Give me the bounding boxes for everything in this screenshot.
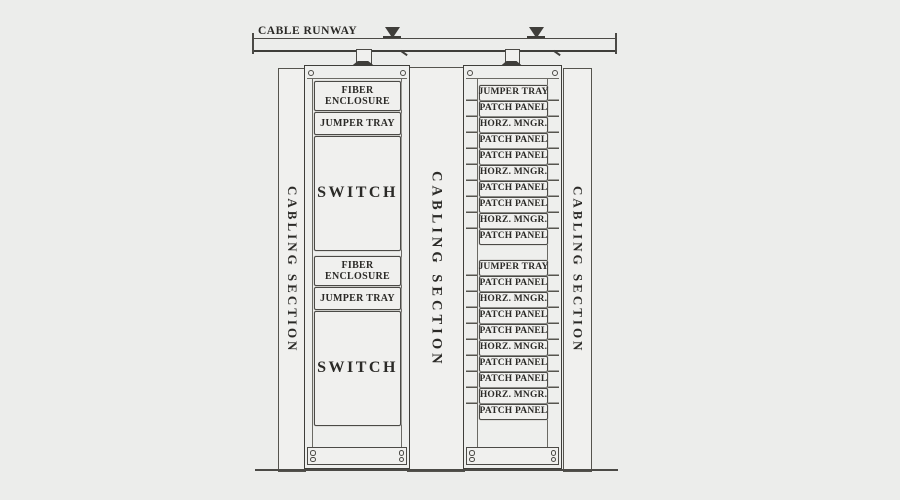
jumper-tray-label: JUMPER TRAY (320, 292, 395, 304)
fiber-enclosure-box: FIBER ENCLOSURE (314, 256, 401, 286)
cabling-section-label: CABLING SECTION (285, 186, 300, 354)
fiber-enclosure-box: FIBER ENCLOSURE (314, 81, 401, 111)
switch-label: SWITCH (317, 359, 398, 377)
bolt-icon (469, 450, 475, 456)
bolt-icon (552, 70, 558, 76)
runway-post-left (356, 49, 372, 64)
cabling-section-left: CABLING SECTION (278, 68, 306, 472)
rack-unit-row: PATCH PANEL (479, 324, 548, 340)
floor-line (255, 469, 618, 471)
switch-box: SWITCH (314, 136, 401, 251)
rack-rail-left (312, 78, 314, 448)
rack-unit-row: HORZ. MNGR. (479, 340, 548, 356)
runway-post-right-base (500, 61, 523, 66)
rack-unit-label: PATCH PANEL (479, 358, 548, 369)
rack-unit-label: HORZ. MNGR. (479, 167, 548, 178)
switch-rack: FIBER ENCLOSURE JUMPER TRAY SWITCH FIBER… (304, 65, 410, 469)
rack-unit-row: PATCH PANEL (479, 229, 548, 245)
rack-unit-label: JUMPER TRAY (478, 87, 549, 98)
rack-unit-label: PATCH PANEL (479, 151, 548, 162)
bolt-icon (467, 70, 473, 76)
rack-unit-row: PATCH PANEL (479, 404, 548, 420)
rack-unit-label: PATCH PANEL (479, 406, 548, 417)
rack-mounting-rail (548, 85, 559, 243)
rack-unit-label: PATCH PANEL (479, 231, 548, 242)
rack-unit-label: HORZ. MNGR. (479, 390, 548, 401)
runway-post-right (505, 49, 520, 64)
cabling-section-label: CABLING SECTION (570, 186, 586, 354)
rack-unit-label: PATCH PANEL (479, 310, 548, 321)
rack-unit-label: HORZ. MNGR. (479, 342, 548, 353)
rack-rail-left (477, 78, 479, 448)
rack-unit-row: PATCH PANEL (479, 101, 548, 117)
patch-panel-rack: JUMPER TRAY PATCH PANEL HORZ. MNGR. PATC… (463, 65, 562, 469)
rack-unit-row: PATCH PANEL (479, 181, 548, 197)
rack-mounting-rail (466, 85, 477, 243)
rack-unit-row: JUMPER TRAY (478, 260, 549, 276)
rack-unit-row: JUMPER TRAY (478, 85, 549, 101)
rack-unit-row: PATCH PANEL (479, 372, 548, 388)
fiber-enclosure-label-line2: ENCLOSURE (325, 271, 390, 282)
runway-anchor-base (383, 36, 401, 39)
switch-box: SWITCH (314, 311, 401, 426)
bolt-icon (550, 450, 556, 456)
rack-unit-label: PATCH PANEL (479, 374, 548, 385)
runway-post-left-base (351, 61, 375, 66)
rack-base-plate (466, 447, 559, 465)
rack-unit-label: JUMPER TRAY (478, 262, 549, 273)
rack-unit-row: PATCH PANEL (479, 149, 548, 165)
rack-mounting-rail (548, 260, 559, 418)
bolt-icon (398, 456, 404, 462)
bolt-icon (308, 70, 314, 76)
rack-unit-label: HORZ. MNGR. (479, 119, 548, 130)
runway-anchor-icon (529, 27, 544, 36)
rack-unit-label: HORZ. MNGR. (479, 294, 548, 305)
fiber-enclosure-label-line2: ENCLOSURE (325, 96, 390, 107)
bolt-icon (400, 70, 406, 76)
cable-runway (253, 38, 617, 52)
cable-runway-label: CABLE RUNWAY (258, 25, 358, 37)
rack-mounting-rail (466, 260, 477, 418)
bolt-icon (310, 450, 316, 456)
bolt-icon (550, 456, 556, 462)
rack-unit-label: PATCH PANEL (479, 183, 548, 194)
rack-top-rail (307, 78, 407, 80)
cabling-section-middle: CABLING SECTION (407, 67, 465, 472)
rack-unit-row: HORZ. MNGR. (479, 292, 548, 308)
runway-anchor-base (527, 36, 545, 39)
rack-unit-row: PATCH PANEL (479, 276, 548, 292)
rack-unit-row: HORZ. MNGR. (479, 213, 548, 229)
jumper-tray-box: JUMPER TRAY (314, 112, 401, 135)
rack-unit-row: PATCH PANEL (479, 197, 548, 213)
rack-unit-label: PATCH PANEL (479, 278, 548, 289)
bolt-icon (469, 456, 475, 462)
rack-unit-label: PATCH PANEL (479, 326, 548, 337)
jumper-tray-label: JUMPER TRAY (320, 117, 395, 129)
rack-rail-right (400, 78, 402, 448)
cabling-section-right: CABLING SECTION (563, 68, 592, 472)
rack-unit-label: PATCH PANEL (479, 199, 548, 210)
runway-end-tick-left (252, 33, 254, 54)
rack-unit-label: PATCH PANEL (479, 135, 548, 146)
rack-unit-label: HORZ. MNGR. (479, 215, 548, 226)
switch-label: SWITCH (317, 184, 398, 202)
rack-unit-row: PATCH PANEL (479, 133, 548, 149)
rack-top-rail (466, 78, 559, 80)
fiber-enclosure-label-line1: FIBER (341, 84, 374, 96)
rack-unit-row: HORZ. MNGR. (479, 117, 548, 133)
fiber-enclosure-label-line1: FIBER (341, 259, 374, 271)
rack-unit-row: HORZ. MNGR. (479, 165, 548, 181)
bolt-icon (398, 450, 404, 456)
cabling-section-label: CABLING SECTION (428, 171, 445, 368)
rack-unit-row: HORZ. MNGR. (479, 388, 548, 404)
rack-unit-row: PATCH PANEL (479, 356, 548, 372)
rack-unit-row: PATCH PANEL (479, 308, 548, 324)
runway-anchor-icon (385, 27, 400, 36)
rack-base-plate (307, 447, 407, 465)
runway-end-tick-right (615, 33, 617, 54)
bolt-icon (310, 456, 316, 462)
rack-unit-label: PATCH PANEL (479, 103, 548, 114)
jumper-tray-box: JUMPER TRAY (314, 287, 401, 310)
